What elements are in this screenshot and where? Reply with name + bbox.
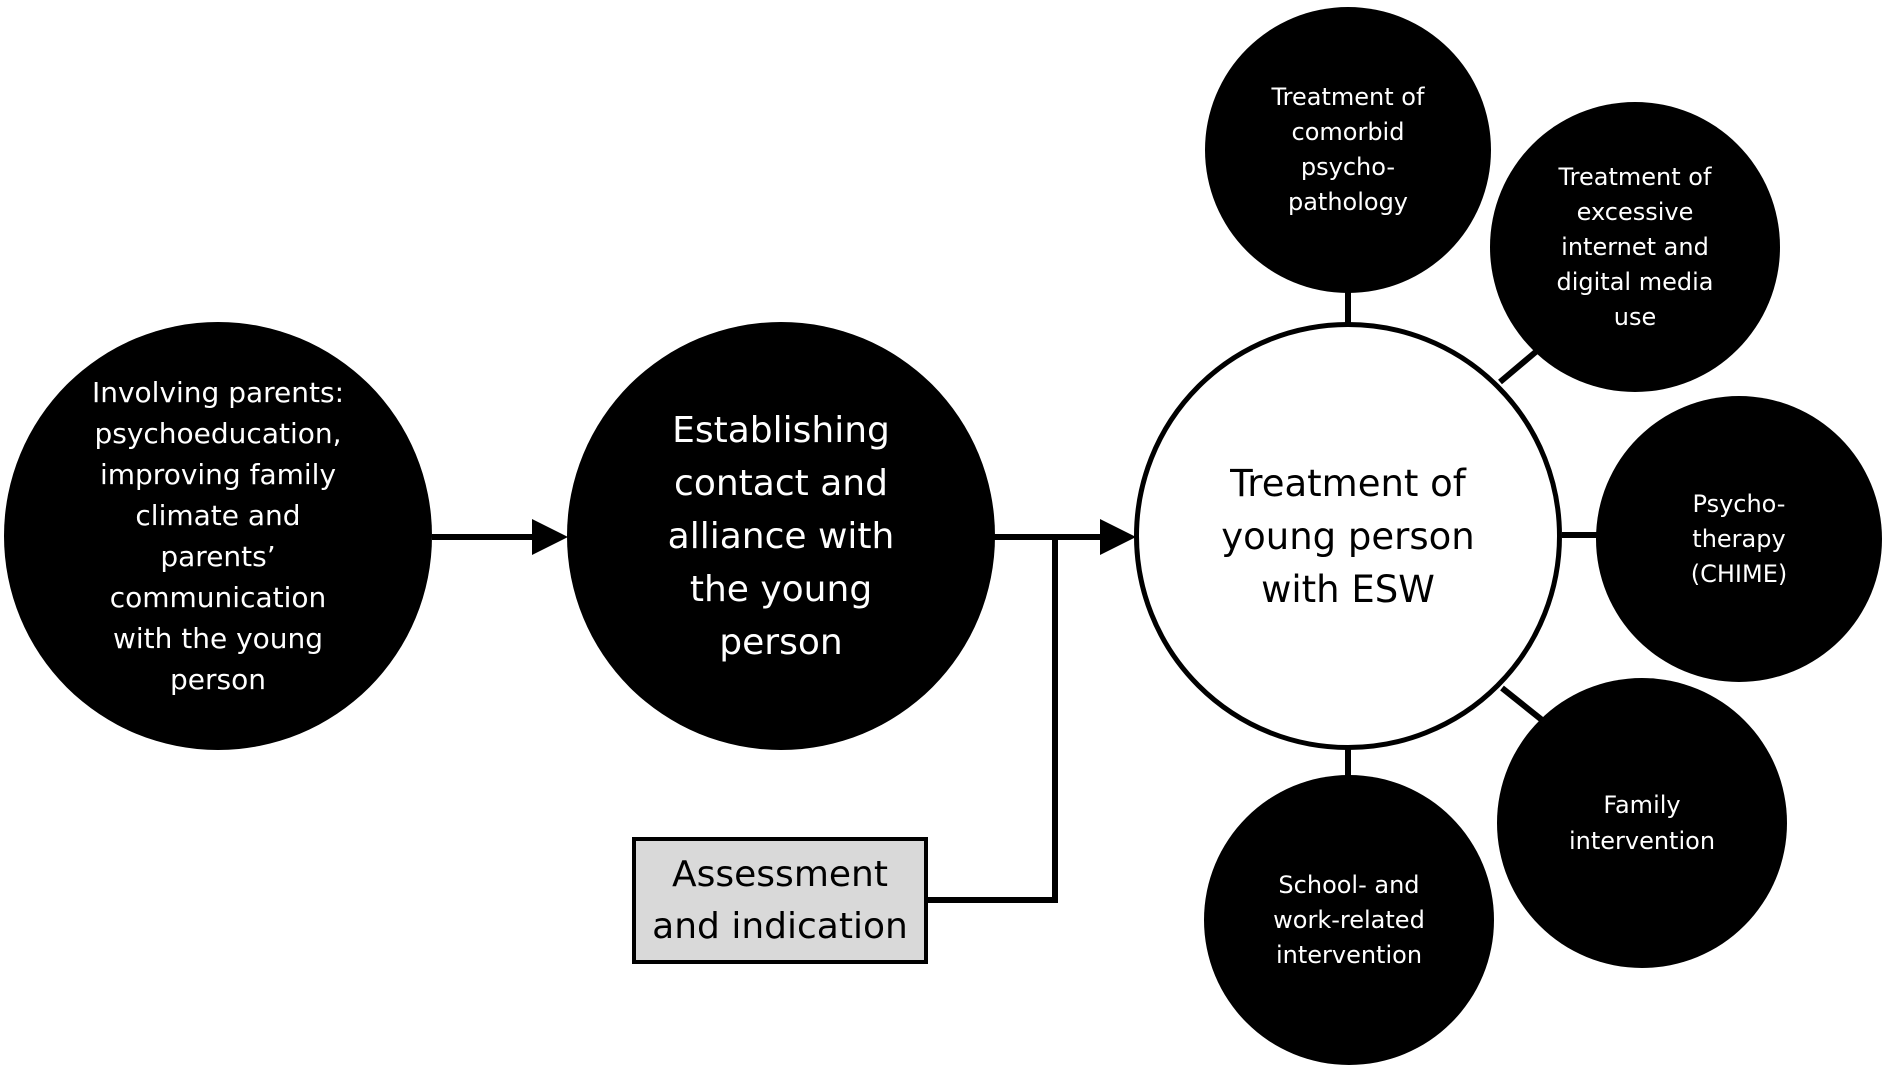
assessment-box-label: Assessment and indication: [652, 853, 908, 947]
node-involving-parents: Involving parents: psychoeducation, impr…: [4, 322, 432, 750]
node-family-intervention: Family intervention: [1497, 678, 1787, 968]
node-internet-media: Treatment of excessive internet and digi…: [1490, 102, 1780, 392]
node-treatment-center: Treatment of young person with ESW: [1134, 322, 1562, 750]
node-psychotherapy: Psycho- therapy (CHIME): [1596, 396, 1882, 682]
assessment-box: Assessment and indication: [632, 837, 928, 964]
node-comorbid: Treatment of comorbid psycho- pathology: [1205, 7, 1491, 293]
spoke-internet-media: [1498, 347, 1540, 385]
node-family-intervention-label: Family intervention: [1568, 791, 1716, 855]
arrowhead-treatment: [1100, 519, 1136, 555]
node-comorbid-label: Treatment of comorbid psycho- pathology: [1271, 83, 1425, 216]
node-establishing-contact: Establishing contact and alliance with t…: [567, 322, 995, 750]
node-involving-parents-label: Involving parents: psychoeducation, impr…: [91, 376, 345, 696]
node-school-work: School- and work-related intervention: [1204, 775, 1494, 1065]
node-psychotherapy-label: Psycho- therapy (CHIME): [1690, 489, 1788, 588]
node-internet-media-label: Treatment of excessive internet and digi…: [1556, 162, 1714, 331]
spoke-family-intervention: [1500, 685, 1544, 723]
node-treatment-center-label: Treatment of young person with ESW: [1221, 461, 1475, 611]
arrowhead-contact: [532, 519, 568, 555]
assessment-connector: [928, 537, 1058, 903]
node-school-work-label: School- and work-related intervention: [1273, 870, 1425, 969]
node-establishing-contact-label: Establishing contact and alliance with t…: [667, 409, 895, 663]
